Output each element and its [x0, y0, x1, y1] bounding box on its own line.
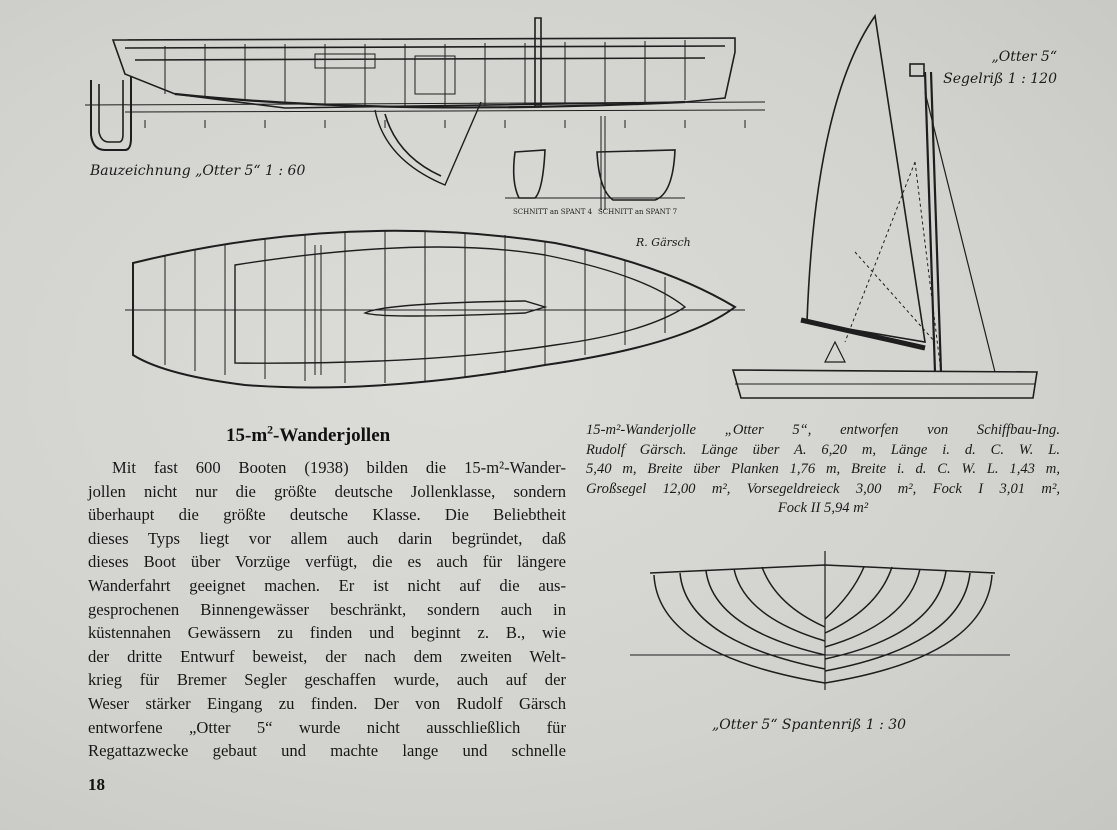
sail-plan-caption: „Otter 5“ Segelriß 1 : 120	[943, 46, 1057, 90]
article-heading: 15-m2-Wanderjollen	[226, 423, 391, 447]
body-line: Weser stärker Eingang zu finden. Der von…	[88, 693, 566, 713]
heading-text-post: -Wanderjollen	[273, 425, 391, 446]
body-line: Regattazwecke gebaut und machte lange un…	[88, 741, 566, 761]
sail-caption-boat: „Otter 5“	[991, 49, 1057, 65]
article-body: Mit fast 600 Booten (1938) bilden die 15…	[88, 456, 566, 763]
spec-line: Fock II 5,94 m²	[777, 500, 869, 517]
section-label-7: SCHNITT an SPANT 7	[598, 208, 678, 216]
spec-line: 15-m²-Wanderjolle „Otter 5“, entworfen v…	[586, 422, 1060, 438]
construction-caption: Bauzeichnung „Otter 5“ 1 : 60	[90, 163, 306, 179]
body-line: überhaupt die größte deutsche Klasse. Di…	[88, 505, 566, 525]
spec-line: Rudolf Gärsch. Länge über A. 6,20 m, Län…	[586, 441, 1060, 458]
body-line: dieses Boot über Vorzüge verfügt, die es…	[88, 552, 566, 572]
body-line: entworfene „Otter 5“ wurde nicht ausschl…	[88, 717, 566, 737]
spec-line: Großsegel 12,00 m², Vorsegeldreieck 3,00…	[586, 480, 1060, 497]
body-line: Wanderfahrt geeignet machen. Er ist nich…	[88, 575, 566, 595]
body-line: jollen nicht nur die größte deutsche Jol…	[88, 481, 566, 501]
section-label-4: SCHNITT an SPANT 4	[513, 208, 593, 216]
body-line: krieg für Bremer Segler geschaffen wurde…	[88, 670, 566, 690]
sail-plan	[715, 12, 1045, 412]
body-line: gesprochenen Binnengewässer beschränkt, …	[88, 599, 566, 619]
heading-text-pre: 15-m	[226, 425, 268, 446]
page-number: 18	[88, 775, 105, 794]
deck-plan-view	[125, 215, 745, 405]
designer-signature: R. Gärsch	[636, 236, 691, 249]
frame-plan-caption: „Otter 5“ Spantenriß 1 : 30	[712, 717, 907, 733]
body-line: der dritte Entwurf beweist, der nach dem…	[88, 646, 566, 666]
construction-side-view	[85, 10, 765, 210]
cross-sections	[505, 112, 745, 222]
body-line: dieses Typs liegt vor allem auch darin b…	[88, 528, 566, 548]
sail-caption-scale: Segelriß 1 : 120	[943, 71, 1057, 87]
spec-caption: 15-m²-Wanderjolle „Otter 5“, entworfen v…	[586, 421, 1060, 519]
frame-plan	[630, 545, 1010, 695]
spec-line: 5,40 m, Breite über Planken 1,76 m, Brei…	[586, 461, 1060, 478]
body-line: küstennahen Gewässern zu finden und begi…	[88, 623, 566, 643]
body-line: Mit fast 600 Booten (1938) bilden die 15…	[112, 458, 566, 477]
heading-superscript: 2	[267, 423, 274, 437]
